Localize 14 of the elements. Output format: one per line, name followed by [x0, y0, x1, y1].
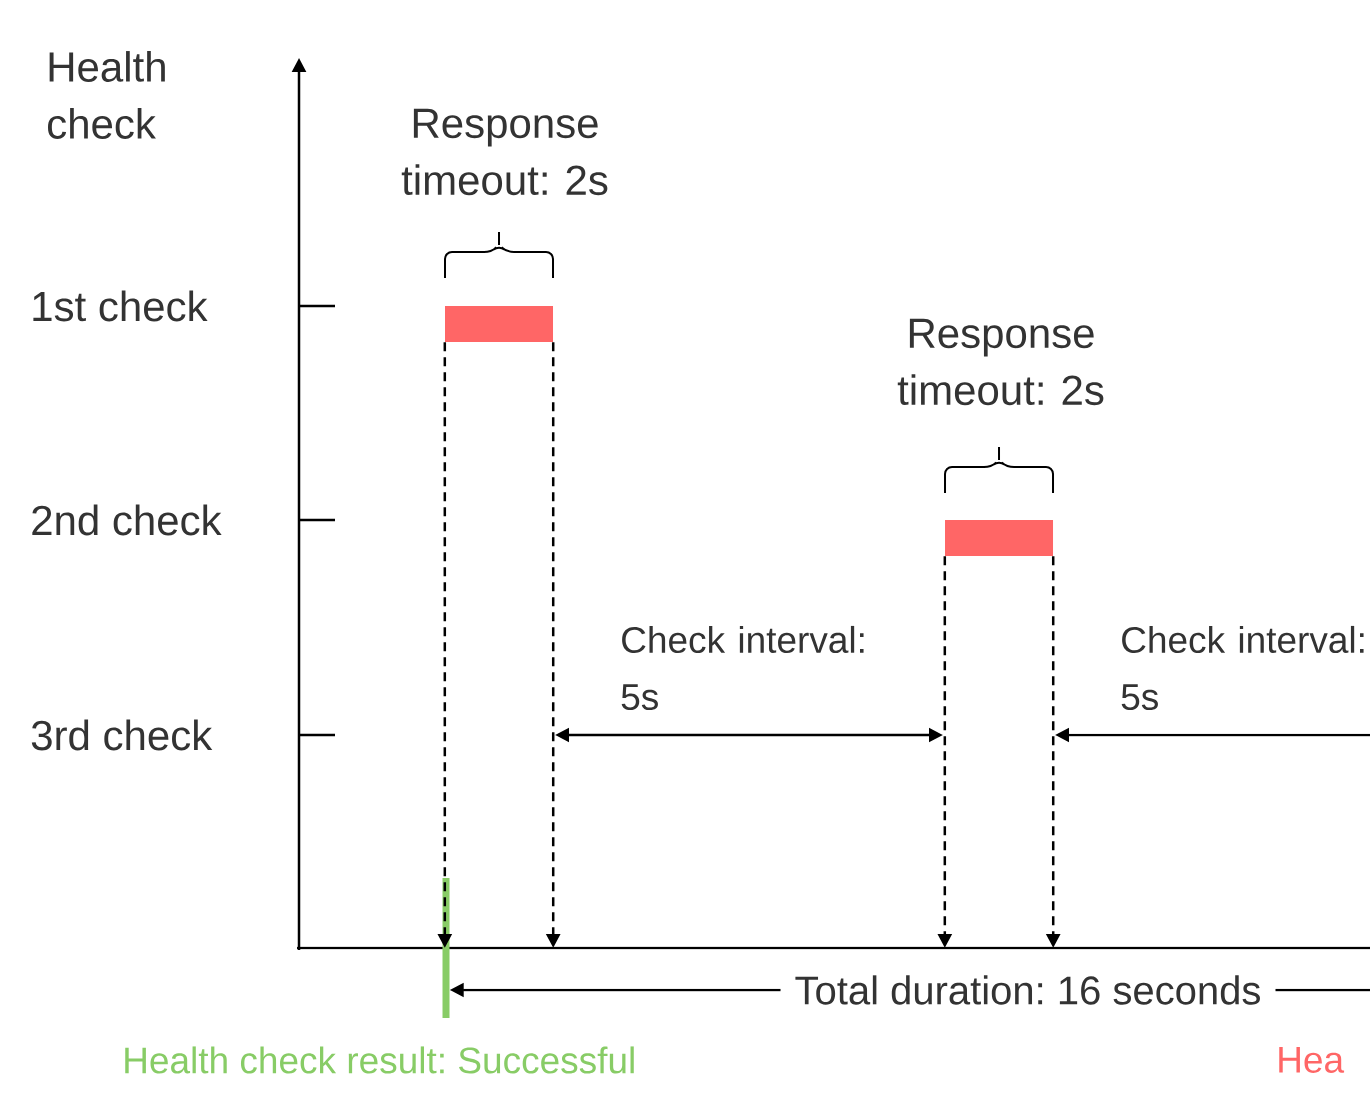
result-text: Health check result: Successful [125, 1046, 634, 1074]
axis-label: 2nd check [32, 504, 222, 536]
annotation-text: Response timeout: 2s [401, 108, 608, 196]
result-text: Hea [1279, 1047, 1345, 1073]
edge-label: Total duration: 16 seconds [780, 973, 1276, 1007]
axis-label: 1st check [33, 290, 208, 322]
annotation-text: Check interval: 5s [621, 625, 864, 711]
axis-label: Health check [48, 51, 165, 139]
annotation-text: Response timeout: 2s [897, 318, 1104, 406]
axis-label: 3rd check [31, 719, 213, 751]
annotation-text: Check interval: 5s [1121, 625, 1364, 711]
result-bar [442, 878, 450, 1018]
timeout-bar [945, 520, 1053, 556]
timeout-bar [445, 306, 553, 342]
